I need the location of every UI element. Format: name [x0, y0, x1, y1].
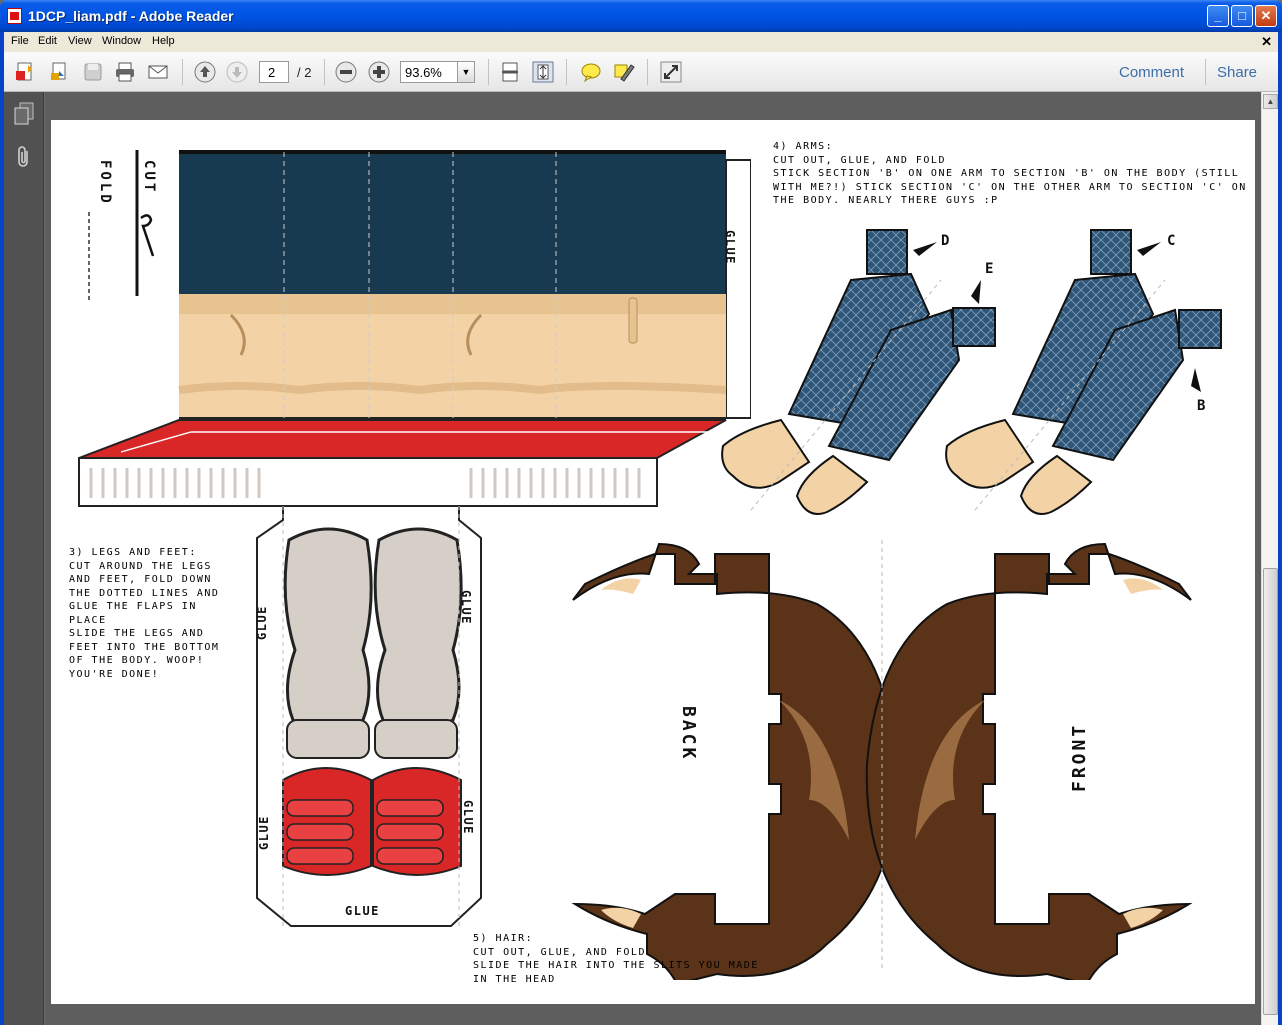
- cut-line: [135, 150, 155, 296]
- previous-page-icon[interactable]: [194, 61, 216, 83]
- zoom-out-icon[interactable]: [335, 61, 357, 83]
- toolbar-separator: [488, 59, 489, 85]
- attachments-icon[interactable]: [14, 146, 34, 170]
- legs-instructions: 3) LEGS AND FEET: CUT AROUND THE LEGS AN…: [69, 547, 220, 680]
- zoom-input[interactable]: 93.6%: [400, 61, 458, 83]
- page-number-input[interactable]: 2: [259, 61, 289, 83]
- scrolling-mode-icon[interactable]: [499, 61, 521, 83]
- pdf-file-icon: [7, 8, 22, 24]
- glue-label-right: GLUE: [459, 590, 473, 625]
- navigation-panel: [4, 92, 44, 1025]
- pages-icon[interactable]: [13, 102, 35, 126]
- pdf-page: FOLD CUT: [51, 120, 1255, 1004]
- glue-label-bottom: GLUE: [345, 904, 380, 918]
- menu-help[interactable]: Help: [152, 35, 175, 47]
- zoom-in-icon[interactable]: [368, 61, 390, 83]
- scroll-up-icon[interactable]: ▲: [1263, 94, 1278, 109]
- page-total: / 2: [297, 65, 312, 80]
- glue-label-left: GLUE: [255, 605, 269, 640]
- window-title: 1DCP_liam.pdf - Adobe Reader: [28, 8, 234, 24]
- sticky-note-icon[interactable]: [580, 61, 602, 83]
- vertical-scrollbar[interactable]: ▲: [1261, 92, 1278, 1025]
- toolbar-separator: [1205, 59, 1206, 85]
- arms-cutout: [721, 229, 1222, 515]
- menu-bar: File Edit View Window Help ✕: [4, 32, 1278, 52]
- toolbar-separator: [647, 59, 648, 85]
- maximize-button[interactable]: □: [1231, 5, 1253, 27]
- print-icon[interactable]: [114, 61, 136, 83]
- share-button[interactable]: Share: [1217, 64, 1258, 81]
- hair-back-label: BACK: [678, 706, 699, 762]
- toolbar-separator: [566, 59, 567, 85]
- minimize-button[interactable]: _: [1207, 5, 1229, 27]
- open-file-icon[interactable]: [48, 61, 70, 83]
- menu-window[interactable]: Window: [102, 35, 142, 47]
- menu-file[interactable]: File: [11, 35, 29, 47]
- arm-label-e: E: [985, 261, 997, 277]
- body-cutout: [78, 150, 751, 927]
- create-pdf-icon[interactable]: [14, 61, 36, 83]
- hair-instructions: 5) HAIR: CUT OUT, GLUE, AND FOLD SLIDE T…: [473, 933, 759, 985]
- title-bar: 1DCP_liam.pdf - Adobe Reader _ □ ✕: [0, 0, 1282, 32]
- fold-line: [88, 212, 90, 302]
- comment-button[interactable]: Comment: [1119, 64, 1185, 81]
- document-close-icon[interactable]: ✕: [1261, 34, 1272, 49]
- zoom-dropdown-icon[interactable]: ▼: [457, 61, 475, 83]
- arm-label-c: C: [1167, 233, 1179, 249]
- toolbar: 2 / 2 93.6% ▼ Comment Share: [4, 52, 1278, 92]
- email-icon[interactable]: [147, 61, 169, 83]
- save-icon[interactable]: [82, 61, 104, 83]
- toolbar-separator: [324, 59, 325, 85]
- hair-front-label: FRONT: [1069, 722, 1090, 792]
- arm-label-b: B: [1197, 398, 1209, 414]
- hair-cutout: [571, 540, 1193, 980]
- glue-label-shoe-right: GLUE: [461, 800, 475, 835]
- arms-instructions: 4) ARMS: CUT OUT, GLUE, AND FOLD STICK S…: [773, 141, 1247, 206]
- expand-icon[interactable]: [660, 61, 682, 83]
- close-button[interactable]: ✕: [1255, 5, 1277, 27]
- glue-label-shoe-left: GLUE: [257, 815, 271, 850]
- scrollbar-thumb[interactable]: [1263, 568, 1278, 1015]
- menu-edit[interactable]: Edit: [38, 35, 57, 47]
- fit-page-icon[interactable]: [532, 61, 554, 83]
- document-viewport[interactable]: FOLD CUT: [45, 92, 1261, 1025]
- next-page-icon[interactable]: [226, 61, 248, 83]
- highlight-text-icon[interactable]: [613, 61, 635, 83]
- toolbar-separator: [182, 59, 183, 85]
- window-frame-right: [1278, 32, 1282, 1025]
- arm-label-d: D: [941, 233, 953, 249]
- menu-view[interactable]: View: [68, 35, 92, 47]
- window-frame-left: [0, 32, 4, 1025]
